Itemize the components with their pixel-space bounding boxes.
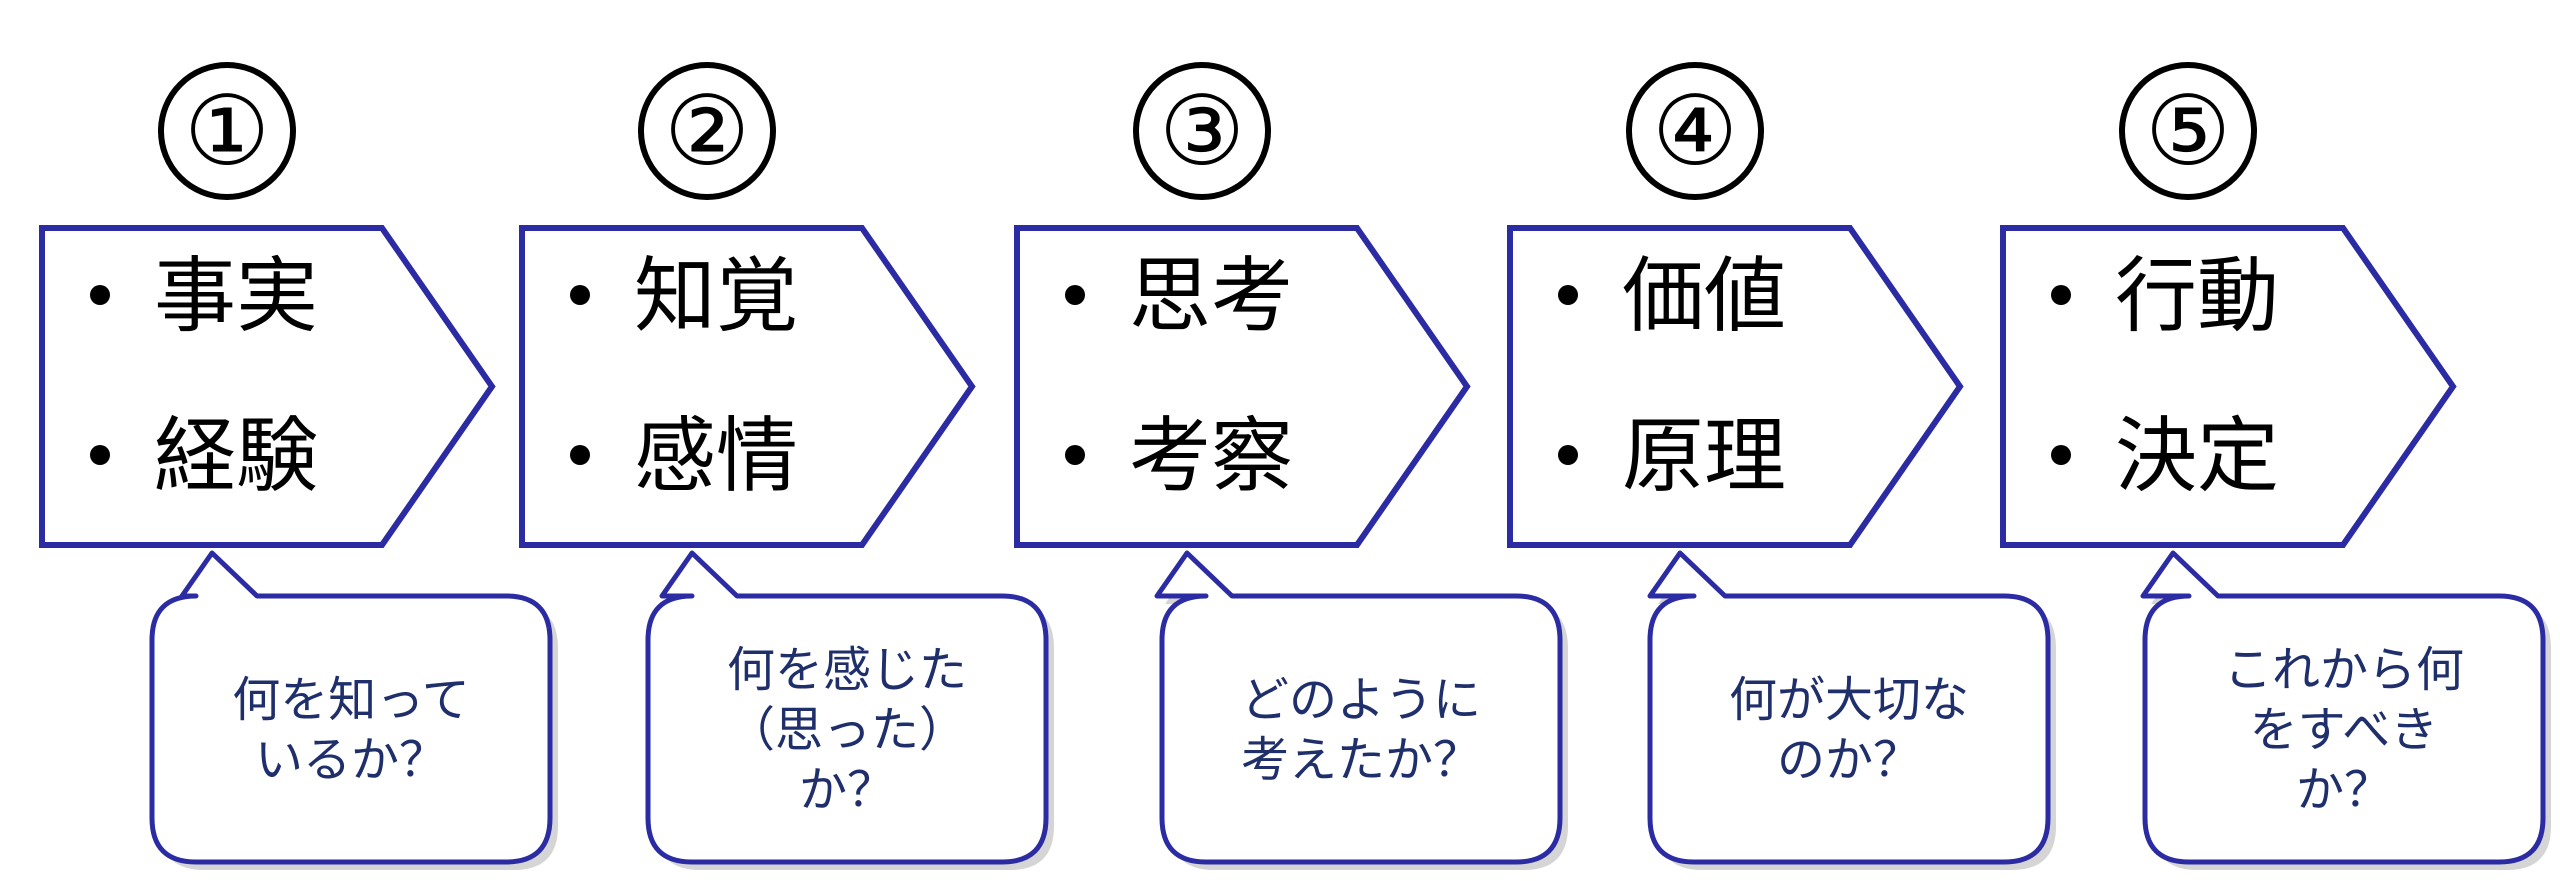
- question-callout: [1647, 550, 2051, 865]
- step-number-circle: [638, 62, 776, 200]
- step-item: 感情: [634, 409, 798, 504]
- question-callout: [2140, 550, 2546, 865]
- question-line: 何を知って: [232, 672, 470, 728]
- step-item: 事実: [154, 249, 318, 344]
- step-number-circle: [2119, 62, 2257, 200]
- bullet-icon: [570, 285, 590, 305]
- question-callout: [1154, 550, 1563, 865]
- question-line: これから何: [2224, 642, 2464, 698]
- question-line: をすべき: [2250, 702, 2439, 758]
- question-line: いるか？: [255, 732, 447, 788]
- step-number: ②: [664, 75, 750, 187]
- bullet-icon: [2051, 445, 2071, 465]
- step-arrow-box: [1507, 225, 1964, 548]
- step-number: ④: [1652, 75, 1738, 187]
- question-line: か？: [2296, 762, 2392, 818]
- question-line: のか？: [1777, 732, 1921, 788]
- step-item: 考察: [1129, 409, 1293, 504]
- step-number-circle: [1626, 62, 1764, 200]
- step-number: ③: [1159, 75, 1245, 187]
- question-line: か？: [799, 762, 895, 818]
- step-item: 原理: [1622, 409, 1786, 504]
- step-arrow-box: [1014, 225, 1471, 548]
- question-callout: [149, 550, 553, 865]
- bullet-icon: [1558, 285, 1578, 305]
- step-item: 思考: [1129, 249, 1293, 344]
- step-item: 経験: [154, 409, 318, 504]
- step-item: 決定: [2115, 409, 2279, 504]
- bullet-icon: [90, 445, 110, 465]
- step-item: 価値: [1622, 249, 1786, 344]
- bullet-icon: [1558, 445, 1578, 465]
- steps-layer: ①事実経験何を知っているか？②知覚感情何を感じた（思った）か？③思考考察どのよう…: [39, 62, 2551, 870]
- step-number: ⑤: [2145, 75, 2231, 187]
- step-number-circle: [1133, 62, 1271, 200]
- step-number: ①: [184, 75, 270, 187]
- step-arrow-box: [519, 225, 976, 548]
- question-line: 考えたか？: [1241, 732, 1481, 788]
- bullet-icon: [570, 445, 590, 465]
- question-line: 何が大切な: [1729, 672, 1969, 728]
- step-item: 知覚: [634, 249, 798, 344]
- step-arrow-box: [39, 225, 496, 548]
- step-number-circle: [158, 62, 296, 200]
- question-line: どのように: [1241, 672, 1481, 728]
- question-line: （思った）: [727, 702, 967, 758]
- question-line: 何を感じた: [727, 642, 967, 698]
- question-callout: [645, 550, 1049, 865]
- bullet-icon: [90, 285, 110, 305]
- bullet-icon: [1065, 285, 1085, 305]
- bullet-icon: [1065, 445, 1085, 465]
- step-arrow-box: [2000, 225, 2457, 548]
- bullet-icon: [2051, 285, 2071, 305]
- step-item: 行動: [2115, 249, 2279, 344]
